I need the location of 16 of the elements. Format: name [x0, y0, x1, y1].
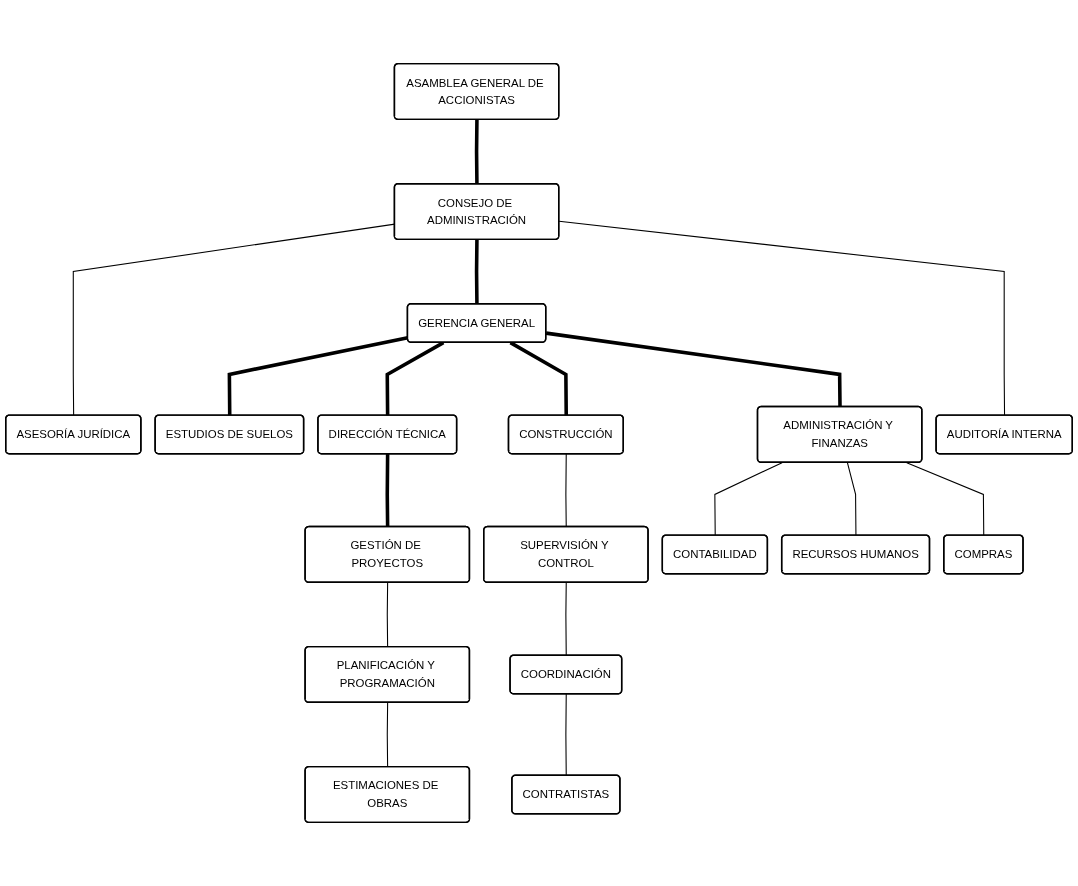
connector: [227, 336, 409, 416]
connector: [509, 341, 568, 416]
connector: [846, 462, 857, 537]
connector: [565, 453, 567, 528]
connector: [474, 119, 479, 185]
connector: [385, 341, 445, 416]
connector: [565, 582, 567, 657]
connector: [558, 220, 1006, 417]
connector: [714, 462, 783, 537]
connector: [565, 693, 567, 777]
connector: [386, 582, 389, 648]
connector: [906, 462, 985, 537]
connector: [545, 331, 842, 407]
connector: [474, 239, 479, 305]
connector: [386, 702, 389, 768]
connector: [385, 454, 390, 527]
